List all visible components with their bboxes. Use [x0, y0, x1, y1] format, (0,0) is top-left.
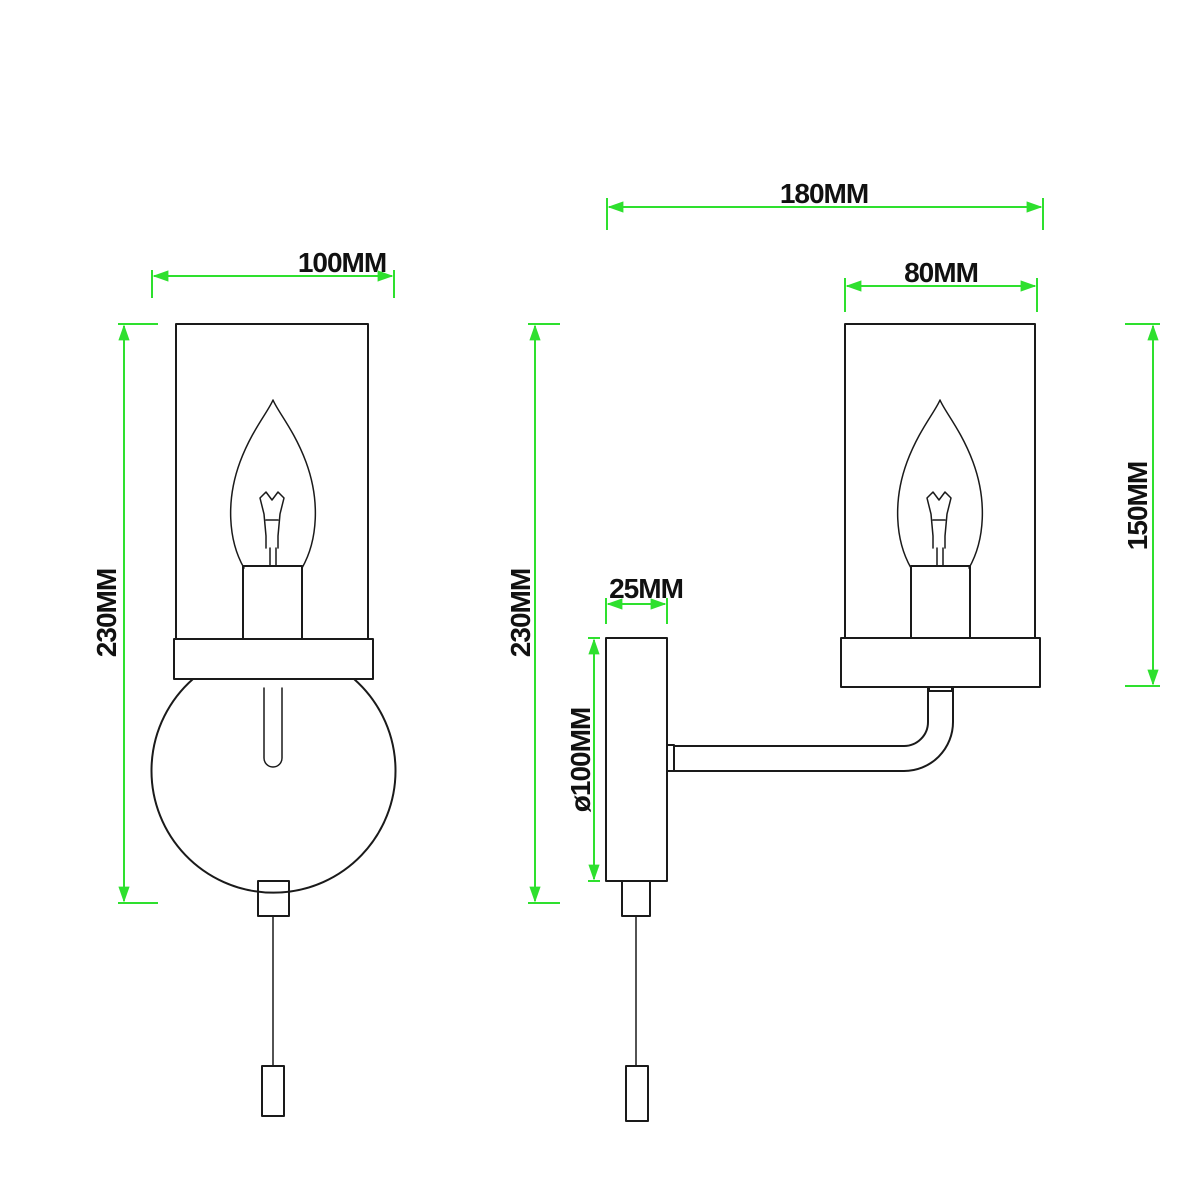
front-bulb-socket	[242, 565, 303, 640]
backplate-depth-label: 25MM	[609, 573, 683, 604]
front-width-label: 100MM	[298, 247, 386, 278]
backplate-diameter-dimension: ø100MM	[565, 637, 600, 882]
side-collar-ring	[840, 637, 1041, 688]
side-view	[605, 323, 1041, 1122]
side-shade-width-dimension: 80MM	[844, 257, 1038, 312]
front-height-label: 230MM	[91, 569, 122, 657]
front-cord-pull-weight	[261, 1065, 285, 1117]
side-height-label: 230MM	[505, 569, 536, 657]
side-height-dimension: 230MM	[505, 323, 560, 904]
side-total-width-dimension: 180MM	[606, 178, 1044, 230]
front-height-dimension: 230MM	[91, 323, 158, 904]
side-switch-housing	[621, 880, 651, 917]
side-total-width-label: 180MM	[780, 178, 868, 209]
backplate-diameter-label: ø100MM	[565, 708, 596, 812]
front-stem	[263, 687, 283, 768]
front-collar-ring	[173, 638, 374, 680]
side-bulb-filament	[926, 491, 952, 567]
backplate-depth-dimension: 25MM	[605, 573, 684, 624]
front-switch-housing	[257, 880, 290, 917]
side-shade-width-label: 80MM	[904, 257, 978, 288]
side-arm	[673, 686, 954, 772]
front-glass-shade	[175, 323, 369, 640]
front-bulb-filament	[259, 491, 285, 567]
front-round-backplate	[150, 678, 397, 894]
side-arm-mount	[666, 744, 675, 772]
front-width-dimension: 100MM	[151, 247, 395, 298]
front-bulb	[229, 399, 317, 569]
side-shade-height-dimension: 150MM	[1122, 323, 1160, 687]
side-bulb-socket	[910, 565, 971, 639]
side-backplate	[605, 637, 668, 882]
side-cord-pull-weight	[625, 1065, 649, 1122]
side-shade-height-label: 150MM	[1122, 462, 1153, 550]
side-bulb	[896, 399, 984, 569]
front-view	[150, 323, 397, 1117]
side-glass-shade	[844, 323, 1036, 639]
